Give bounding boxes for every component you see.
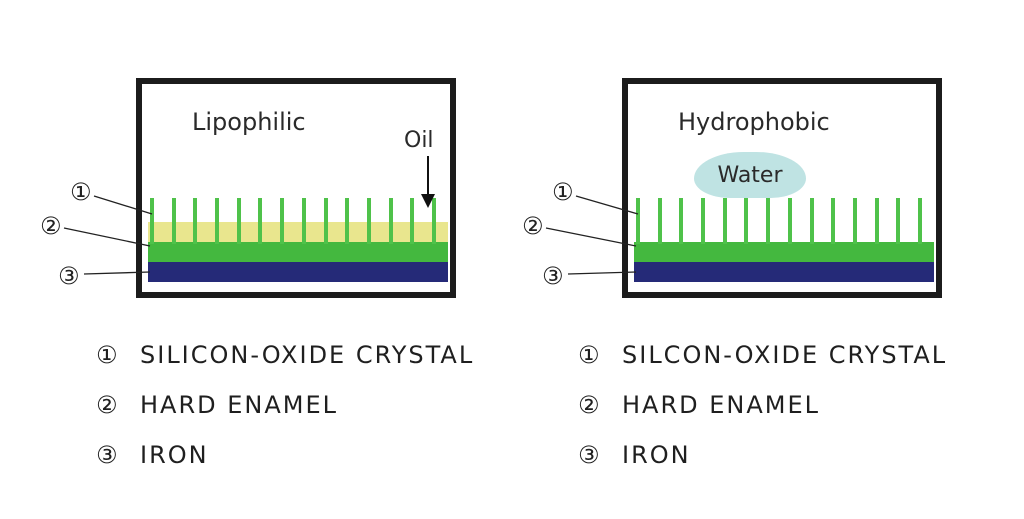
legend-text: IRON bbox=[140, 441, 209, 469]
legend-text: HARD ENAMEL bbox=[140, 391, 339, 419]
crystal-needle bbox=[323, 198, 328, 244]
panel-title: Lipophilic bbox=[192, 108, 306, 136]
oil-layer bbox=[148, 222, 448, 242]
legend-text: SILICON-OXIDE CRYSTAL bbox=[140, 341, 475, 369]
crystal-needle bbox=[787, 198, 792, 244]
panel-title: Hydrophobic bbox=[678, 108, 830, 136]
crystal-needle bbox=[852, 198, 857, 244]
legend-text: HARD ENAMEL bbox=[622, 391, 821, 419]
crystal-needle bbox=[258, 198, 263, 244]
crystal-needle bbox=[744, 198, 749, 244]
legend-item: ② HARD ENAMEL bbox=[96, 380, 474, 430]
crystal-needle bbox=[150, 198, 154, 244]
enamel-layer bbox=[634, 242, 934, 262]
water-droplet: Water bbox=[694, 152, 806, 198]
marker-enamel-left: ② bbox=[40, 212, 62, 240]
legend-item: ③ IRON bbox=[96, 430, 474, 480]
crystal-needle bbox=[766, 198, 771, 244]
crystal-needle bbox=[410, 198, 415, 244]
legend-right: ① SILCON-OXIDE CRYSTAL ② HARD ENAMEL ③ I… bbox=[578, 330, 947, 480]
legend-item: ① SILICON-OXIDE CRYSTAL bbox=[96, 330, 474, 380]
crystal-needle bbox=[722, 198, 727, 244]
crystal-needle bbox=[215, 198, 220, 244]
crystal-needle bbox=[701, 198, 706, 244]
crystal-needle bbox=[193, 198, 198, 244]
legend-text: SILCON-OXIDE CRYSTAL bbox=[622, 341, 948, 369]
legend-number: ② bbox=[96, 391, 120, 419]
legend-number: ① bbox=[96, 341, 120, 369]
legend-number: ③ bbox=[578, 441, 602, 469]
legend-item: ① SILCON-OXIDE CRYSTAL bbox=[578, 330, 947, 380]
water-label: Water bbox=[717, 162, 783, 188]
crystal-needle bbox=[809, 198, 814, 244]
crystal-needle bbox=[171, 198, 176, 244]
crystal-needle bbox=[280, 198, 285, 244]
hydrophobic-panel: Hydrophobic Water bbox=[622, 78, 942, 298]
marker-crystal-right: ① bbox=[552, 178, 574, 206]
iron-layer bbox=[148, 262, 448, 282]
legend-number: ③ bbox=[96, 441, 120, 469]
crystal-needle bbox=[301, 198, 306, 244]
legend-number: ② bbox=[578, 391, 602, 419]
crystal-needle bbox=[236, 198, 241, 244]
crystal-needle bbox=[366, 198, 371, 244]
crystal-needle bbox=[657, 198, 662, 244]
marker-iron-right: ③ bbox=[542, 262, 564, 290]
lipophilic-panel: Lipophilic Oil bbox=[136, 78, 456, 298]
crystal-needle bbox=[388, 198, 393, 244]
crystal-needle bbox=[345, 198, 350, 244]
crystal-needle bbox=[896, 198, 901, 244]
marker-crystal-left: ① bbox=[70, 178, 92, 206]
legend-text: IRON bbox=[622, 441, 691, 469]
legend-number: ① bbox=[578, 341, 602, 369]
crystal-needle bbox=[831, 198, 836, 244]
crystal-needle bbox=[636, 198, 640, 244]
crystal-needle bbox=[432, 198, 436, 244]
marker-iron-left: ③ bbox=[58, 262, 80, 290]
crystal-needle bbox=[679, 198, 684, 244]
enamel-layer bbox=[148, 242, 448, 262]
crystal-needle bbox=[918, 198, 922, 244]
legend-left: ① SILICON-OXIDE CRYSTAL ② HARD ENAMEL ③ … bbox=[96, 330, 474, 480]
iron-layer bbox=[634, 262, 934, 282]
legend-item: ② HARD ENAMEL bbox=[578, 380, 947, 430]
crystal-needle bbox=[874, 198, 879, 244]
oil-label: Oil bbox=[404, 128, 434, 153]
marker-enamel-right: ② bbox=[522, 212, 544, 240]
legend-item: ③ IRON bbox=[578, 430, 947, 480]
